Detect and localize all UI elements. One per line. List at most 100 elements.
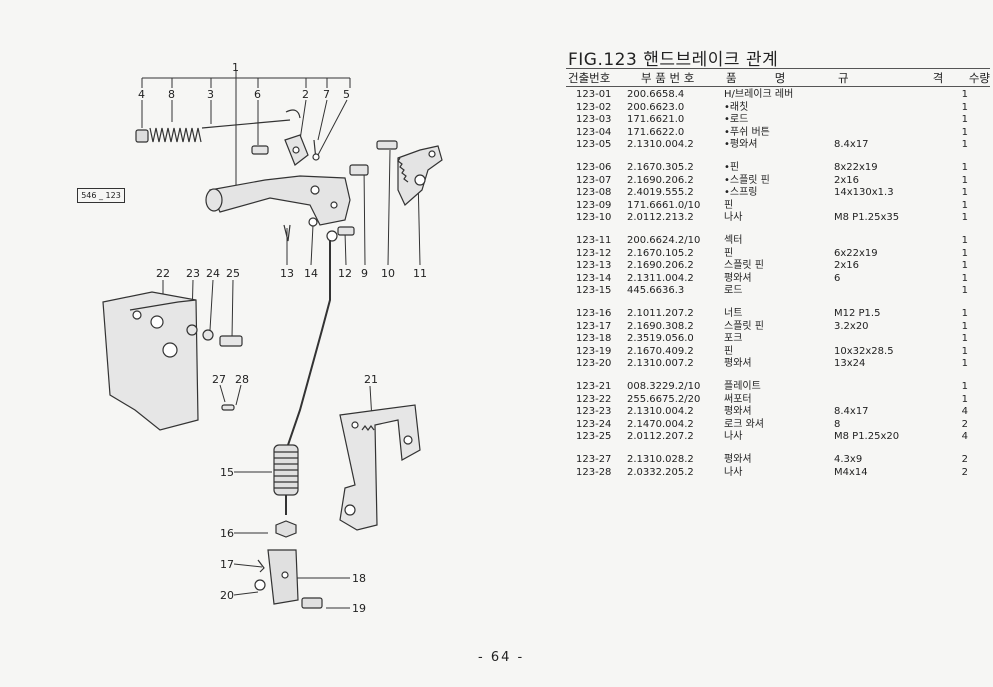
callout-8: 8 [168, 88, 175, 101]
part-spec: 8.4x17 [834, 139, 869, 150]
part-quantity: 1 [961, 114, 968, 125]
part-name: •스플릿 핀 [724, 174, 770, 186]
part-name: H/브레이크 레버 [724, 89, 794, 100]
part-name: 핀 [724, 247, 734, 259]
callout-12: 12 [338, 267, 352, 280]
part-ref-number: 123-08 [576, 187, 612, 198]
part-spec: M4x14 [834, 466, 868, 478]
part-number: 2.1310.007.2 [627, 358, 694, 369]
callout-19: 19 [352, 602, 366, 615]
part-name: 평와셔 [724, 406, 752, 417]
part-number: 171.6622.0 [627, 126, 685, 138]
part-number: 2.1310.004.2 [627, 139, 694, 150]
figure-reference-box: 546 _ 123 [77, 188, 125, 203]
header-spec: 규 격 [838, 71, 984, 85]
part-number: 2.0112.207.2 [627, 431, 694, 442]
part-ref-number: 123-28 [576, 466, 612, 478]
part-ref-number: 123-12 [576, 247, 612, 259]
part-name: 섹터 [724, 235, 743, 246]
part-ref-number: 123-18 [576, 333, 612, 344]
callout-labels: 1 4 8 3 6 2 7 5 13 14 12 9 10 11 22 23 2… [138, 61, 427, 615]
part-quantity: 1 [961, 89, 968, 100]
callout-27: 27 [212, 373, 226, 386]
part-ref-number: 123-10 [576, 212, 612, 223]
part-quantity: 1 [961, 272, 968, 284]
part-number: 445.6636.3 [627, 285, 685, 296]
part-name: 스플릿 핀 [724, 320, 764, 332]
part-number: 2.0332.205.2 [627, 466, 694, 478]
part-number: 2.1690.206.2 [627, 174, 694, 186]
part-quantity: 1 [961, 381, 968, 392]
spring-drawing [135, 109, 301, 143]
part-ref-number: 123-17 [576, 320, 612, 332]
callout-11: 11 [413, 267, 427, 280]
part-number: 200.6658.4 [627, 89, 685, 100]
part-spec: 8.4x17 [834, 406, 869, 417]
part-name: 스플릿 핀 [724, 260, 764, 271]
callout-6: 6 [254, 88, 261, 101]
callout-18: 18 [352, 572, 366, 585]
callout-21: 21 [364, 373, 378, 386]
part-ref-number: 123-09 [576, 199, 612, 211]
part-quantity: 4 [961, 431, 968, 442]
part-ref-number: 123-16 [576, 308, 612, 319]
part-spec: 4.3x9 [834, 454, 863, 465]
callout-24: 24 [206, 267, 220, 280]
callout-13: 13 [280, 267, 294, 280]
figure-title: FIG.123 핸드브레이크 관계 [568, 50, 779, 70]
part-ref-number: 123-25 [576, 431, 612, 442]
part-number: 2.1690.206.2 [627, 260, 694, 271]
part-quantity: 1 [961, 126, 968, 138]
part-quantity: 1 [961, 333, 968, 344]
part-ref-number: 123-15 [576, 285, 612, 296]
part-spec: 2x16 [834, 260, 860, 271]
part-name: •스프링 [724, 187, 758, 198]
part-number: 2.3519.056.0 [627, 333, 694, 344]
part-name: 너트 [724, 308, 743, 319]
part-quantity: 1 [961, 260, 968, 271]
part-ref-number: 123-20 [576, 358, 612, 369]
part-number: 200.6623.0 [627, 101, 685, 113]
part-quantity: 1 [961, 393, 968, 405]
part-quantity: 1 [961, 308, 968, 319]
callout-15: 15 [220, 466, 234, 479]
part-name: 포크 [724, 333, 743, 344]
callout-9: 9 [361, 267, 368, 280]
callout-14: 14 [304, 267, 318, 280]
part-spec: 2x16 [834, 174, 860, 186]
part-quantity: 1 [961, 162, 968, 173]
callout-22: 22 [156, 267, 170, 280]
part-name: 나사 [724, 212, 743, 223]
callout-25: 25 [226, 267, 240, 280]
part-number: 255.6675.2/20 [627, 393, 701, 405]
rod-drawing [254, 240, 331, 609]
header-part: 부 품 번 호 [641, 71, 695, 85]
table-row: 123-18 2.3519.056.0 포크 1 [566, 333, 990, 345]
part-spec: M12 P1.5 [834, 308, 881, 319]
part-ref-number: 123-19 [576, 345, 612, 357]
part-quantity: 1 [961, 101, 968, 113]
callout-20: 20 [220, 589, 234, 602]
part-spec: 6x22x19 [834, 247, 878, 259]
part-number: 2.1310.004.2 [627, 406, 694, 417]
part-number: 008.3229.2/10 [627, 381, 701, 392]
sector-drawing [349, 140, 443, 206]
part-spec: M8 P1.25x20 [834, 431, 900, 442]
part-ref-number: 123-13 [576, 260, 612, 271]
part-name: 써포터 [724, 393, 752, 405]
part-name: 평와셔 [724, 358, 752, 369]
part-spec: 14x130x1.3 [834, 187, 894, 198]
callout-28: 28 [235, 373, 249, 386]
